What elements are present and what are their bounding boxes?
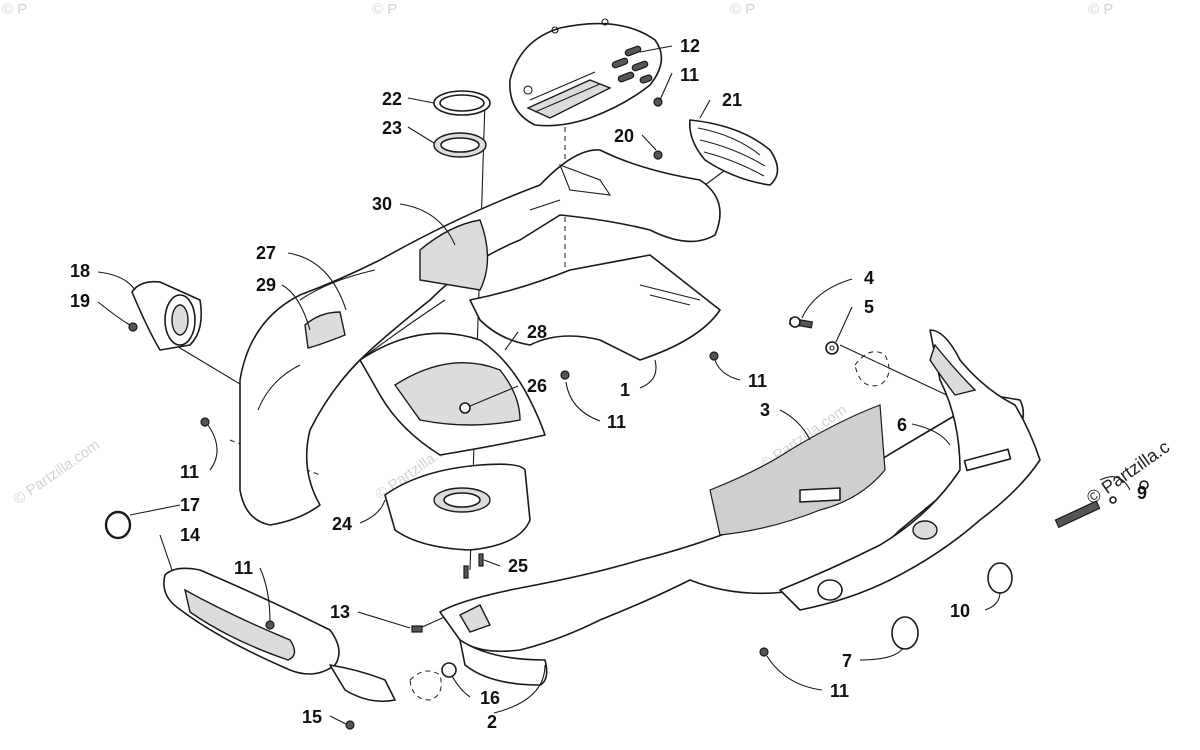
part-18-boot — [131, 280, 203, 351]
watermark-edge: © Partzilla.c — [1083, 437, 1173, 509]
callout-22: 22 — [382, 89, 402, 109]
leader-lines — [97, 45, 1131, 725]
part-3-footrest-mat — [709, 404, 886, 536]
callout-13: 13 — [330, 602, 350, 622]
callout-9: 9 — [1137, 483, 1147, 503]
callout-2: 2 — [487, 712, 497, 732]
watermark-corner-2: © P — [372, 1, 397, 18]
part-22-ring — [433, 90, 491, 116]
fastener-25a — [478, 553, 484, 567]
callout-3: 3 — [760, 400, 770, 420]
part-24-tray — [384, 463, 531, 551]
fastener-20 — [653, 150, 663, 160]
callout-15: 15 — [302, 707, 322, 727]
fastener-25b — [463, 565, 469, 579]
callout-11-center: 11 — [607, 412, 626, 432]
vent-slots — [611, 45, 653, 84]
callout-27: 27 — [256, 243, 276, 263]
part-13-clip — [411, 625, 423, 633]
callout-17: 17 — [180, 495, 200, 515]
part-7-cap — [817, 579, 919, 650]
watermark-corner-1: © P — [2, 1, 27, 18]
callout-26: 26 — [527, 376, 547, 396]
fastener-11-right — [709, 351, 719, 361]
part-23-gasket — [433, 132, 487, 158]
callout-23: 23 — [382, 118, 402, 138]
part-15-screw — [345, 720, 355, 730]
callout-18: 18 — [70, 261, 90, 281]
part-10-cap — [987, 562, 1013, 594]
callout-24: 24 — [332, 514, 352, 534]
callout-16: 16 — [480, 688, 500, 708]
fastener-11-center — [560, 370, 570, 380]
watermark-corner-4: © P — [1088, 1, 1113, 18]
part-6-right-shroud — [779, 329, 1041, 611]
callout-21: 21 — [722, 90, 742, 110]
callout-28: 28 — [527, 322, 547, 342]
part-28-inner-panel — [359, 332, 546, 456]
fastener-11-left — [200, 417, 210, 427]
callout-12: 12 — [680, 36, 700, 56]
callout-7: 7 — [842, 651, 852, 671]
fastener-19 — [128, 322, 138, 332]
callout-6: 6 — [897, 415, 907, 435]
callout-11-bottom: 11 — [830, 681, 849, 701]
callout-11-top: 11 — [680, 65, 699, 85]
part-1-floor-panel — [469, 254, 721, 361]
fastener-11-bottom — [759, 647, 769, 657]
callout-19: 19 — [70, 291, 90, 311]
blank-plate-right — [854, 351, 890, 387]
callout-1: 1 — [620, 380, 630, 400]
fastener-26 — [459, 402, 471, 414]
callout-11-right: 11 — [748, 371, 767, 391]
callout-30: 30 — [372, 194, 392, 214]
callouts: 1 2 3 4 5 6 7 9 10 11 11 11 11 11 11 12 … — [70, 36, 1147, 732]
callout-14: 14 — [180, 525, 200, 545]
callout-5: 5 — [864, 297, 874, 317]
part-21-vent-grille — [688, 119, 779, 186]
callout-4: 4 — [864, 268, 874, 288]
part-14-left-bumper — [163, 567, 396, 703]
fastener-11-lower-left — [265, 620, 275, 630]
part-9-screw — [1054, 480, 1149, 529]
part-5-washer — [825, 341, 839, 355]
part-27-main-shroud — [239, 149, 721, 526]
callout-11-left: 11 — [180, 462, 199, 482]
callout-10: 10 — [950, 601, 970, 621]
callout-29: 29 — [256, 275, 276, 295]
callout-25: 25 — [508, 556, 528, 576]
part-4-bolt — [788, 316, 814, 329]
watermark-corner-3: © P — [730, 1, 755, 18]
callout-20: 20 — [614, 126, 634, 146]
part-16-grommet — [409, 662, 457, 701]
part-12-top-cover — [509, 18, 663, 127]
callout-11-lower-left: 11 — [234, 558, 253, 578]
part-17-clamp — [104, 510, 132, 540]
watermark-diagonal-left: © Partzilla.com — [11, 436, 104, 508]
